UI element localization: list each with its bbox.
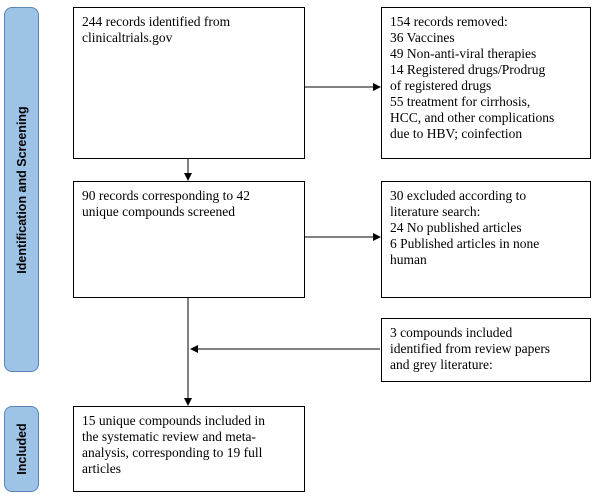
added-compounds-line: and grey literature: xyxy=(390,357,493,372)
added-compounds-line: identified from review papers xyxy=(390,341,551,356)
records-screened-box: 90 records corresponding to 42 unique co… xyxy=(73,181,305,298)
excluded-line: literature search: xyxy=(390,204,481,219)
records-removed-box: 154 records removed: 36 Vaccines 49 Non-… xyxy=(381,7,591,159)
records-removed-line: 154 records removed: xyxy=(390,14,508,29)
excluded-line: 24 No published articles xyxy=(390,220,522,235)
records-removed-line: 14 Registered drugs/Prodrug xyxy=(390,62,546,77)
records-identified-line: clinicaltrials.gov xyxy=(82,30,173,45)
records-screened-line: 90 records corresponding to 42 xyxy=(82,188,250,203)
records-screened-line: unique compounds screened xyxy=(82,204,235,219)
included-box: 15 unique compounds included in the syst… xyxy=(73,406,305,492)
included-line: 15 unique compounds included in xyxy=(82,413,265,428)
records-removed-line: of registered drugs xyxy=(390,78,492,93)
excluded-line: 30 excluded according to xyxy=(390,188,527,203)
included-line: articles xyxy=(82,461,121,476)
added-compounds-line: 3 compounds included xyxy=(390,325,513,340)
records-removed-line: HCC, and other complications xyxy=(390,110,555,125)
included-line: the systematic review and meta- xyxy=(82,429,256,444)
included-stage-bar: Included xyxy=(4,406,39,492)
records-identified-line: 244 records identified from xyxy=(82,14,231,29)
records-removed-line: 36 Vaccines xyxy=(390,30,455,45)
added-compounds-box: 3 compounds included identified from rev… xyxy=(381,318,591,382)
identification-screening-stage-bar: Identification and Screening xyxy=(4,7,39,372)
records-removed-line: due to HBV; coinfection xyxy=(390,126,523,141)
excluded-line: 6 Published articles in none xyxy=(390,236,540,251)
excluded-line: human xyxy=(390,252,427,267)
included-line: analysis, corresponding to 19 full xyxy=(82,445,263,460)
records-identified-box: 244 records identified from clinicaltria… xyxy=(73,7,305,159)
records-removed-line: 49 Non-anti-viral therapies xyxy=(390,46,537,61)
records-removed-line: 55 treatment for cirrhosis, xyxy=(390,94,531,109)
excluded-box: 30 excluded according to literature sear… xyxy=(381,181,591,298)
